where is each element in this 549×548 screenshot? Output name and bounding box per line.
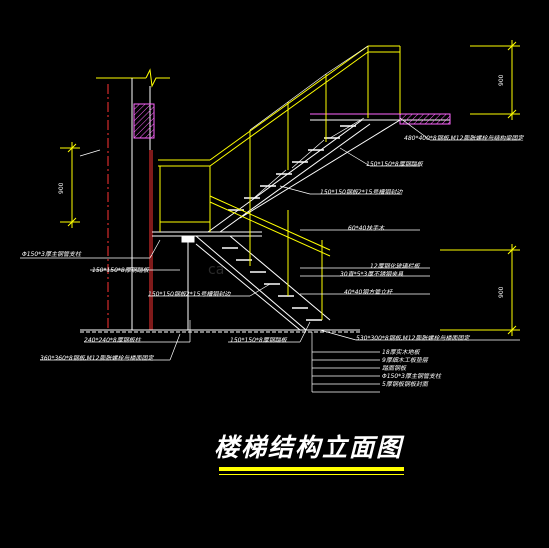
watermark: ca: [208, 262, 225, 278]
annotation-base-plate: 360*360*8钢板,M12膨胀螺栓与楼面固定: [40, 355, 154, 362]
annotation-top-plate: 480*400*8钢板,M12膨胀螺栓与结构梁固定: [404, 135, 524, 142]
dimension-lines: [60, 40, 520, 336]
annotation-tread-upper: 150*150*8厚钢踏板: [366, 161, 423, 168]
annotation-handrail: 60*40扶手木: [348, 225, 385, 232]
annotation-clamp: 30直*5*3厚不锈钢夹具: [340, 271, 404, 278]
upper-slab: [399, 113, 451, 125]
annotation-floor-layer-2: 9厚细木工板垫层: [382, 357, 428, 364]
lower-treads: [222, 247, 322, 321]
annotation-tread-left: 150*150*8厚钢踏板: [92, 267, 149, 274]
upper-stringer: [207, 119, 401, 233]
annotation-tread-lower: 150*150*8厚钢踏板: [230, 337, 287, 344]
annotation-floor-layer-1: 18厚实木地板: [382, 349, 420, 356]
annotation-floor-layer-4: Φ150*3厚主钢管支柱: [382, 373, 441, 380]
glass-panels: [249, 45, 369, 199]
center-lines: [107, 84, 153, 330]
dimension-landing-rail: 900: [58, 182, 65, 194]
annotation-channel-upper: 150*150钢板2*15号槽钢封边: [320, 189, 403, 196]
title-underline-thick: [219, 467, 404, 471]
annotation-floor-layer-3: 踏面钢板: [382, 365, 407, 372]
dimension-upper-rail: 900: [498, 74, 505, 86]
annotation-floor-layer-5: 5厚钢板钢板封面: [382, 381, 428, 388]
annotation-channel-lower: 150*150钢板2*15号槽钢封边: [148, 291, 231, 298]
upper-treads: [228, 125, 356, 211]
annotation-bottom-plate: 530*300*8钢板,M12膨胀螺栓与楼面固定: [356, 335, 470, 342]
annotation-glass: 12厚钢化玻璃栏板: [370, 263, 420, 270]
middle-landing: [152, 231, 262, 330]
railings: [158, 45, 401, 320]
lower-stringer: [195, 235, 331, 331]
title-underline-thin: [219, 474, 404, 475]
annotation-column-plate: 240*240*8厚钢板柱: [84, 337, 141, 344]
dimension-lower-rail: 900: [498, 286, 505, 298]
annotation-main-post: Φ150*3厚主钢管支柱: [22, 251, 81, 258]
drawing-title: 楼梯结构立面图: [214, 433, 404, 462]
leader-lines: [20, 117, 520, 393]
annotation-baluster: 40*40钢方管立杆: [344, 289, 393, 296]
floor-lines: [80, 113, 450, 333]
